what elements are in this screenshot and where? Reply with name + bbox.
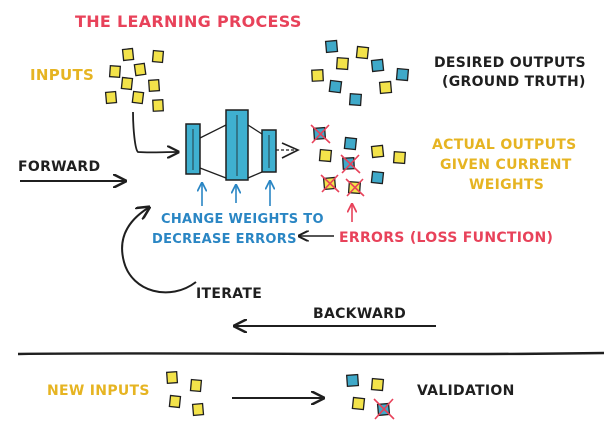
backward-label: BACKWARD — [313, 306, 406, 322]
desired-output-squares — [311, 39, 410, 107]
actual-outputs-label-line2: GIVEN CURRENT — [440, 157, 572, 173]
diagram-title: THE LEARNING PROCESS — [75, 12, 302, 31]
new-input-squares — [165, 370, 205, 417]
desired-outputs-label-line2: (GROUND TRUTH) — [442, 74, 586, 90]
iterate-loop-arrow — [121, 208, 197, 294]
inputs-label: INPUTS — [30, 66, 94, 84]
validation-error-cross — [373, 398, 395, 420]
actual-outputs-label-line1: ACTUAL OUTPUTS — [432, 137, 577, 153]
errors-label: ERRORS (LOSS FUNCTION) — [339, 230, 553, 246]
forward-label: FORWARD — [18, 159, 100, 175]
change-weights-label-line1: CHANGE WEIGHTS TO — [161, 212, 324, 227]
validation-label: VALIDATION — [417, 383, 515, 399]
change-weights-label-line2: DECREASE ERRORS — [152, 232, 297, 247]
network-output-arrow — [281, 142, 300, 159]
new-inputs-label: NEW INPUTS — [47, 383, 150, 399]
weight-update-arrows — [202, 182, 270, 206]
iterate-label: ITERATE — [196, 286, 262, 302]
inputs-to-network-arrow — [132, 111, 177, 152]
neural-network-diagram — [185, 109, 277, 181]
desired-outputs-label-line1: DESIRED OUTPUTS — [434, 55, 586, 71]
error-cross-marks — [310, 124, 365, 197]
actual-outputs-label-line3: WEIGHTS — [469, 177, 544, 193]
section-divider — [17, 351, 605, 356]
input-squares — [104, 47, 165, 112]
